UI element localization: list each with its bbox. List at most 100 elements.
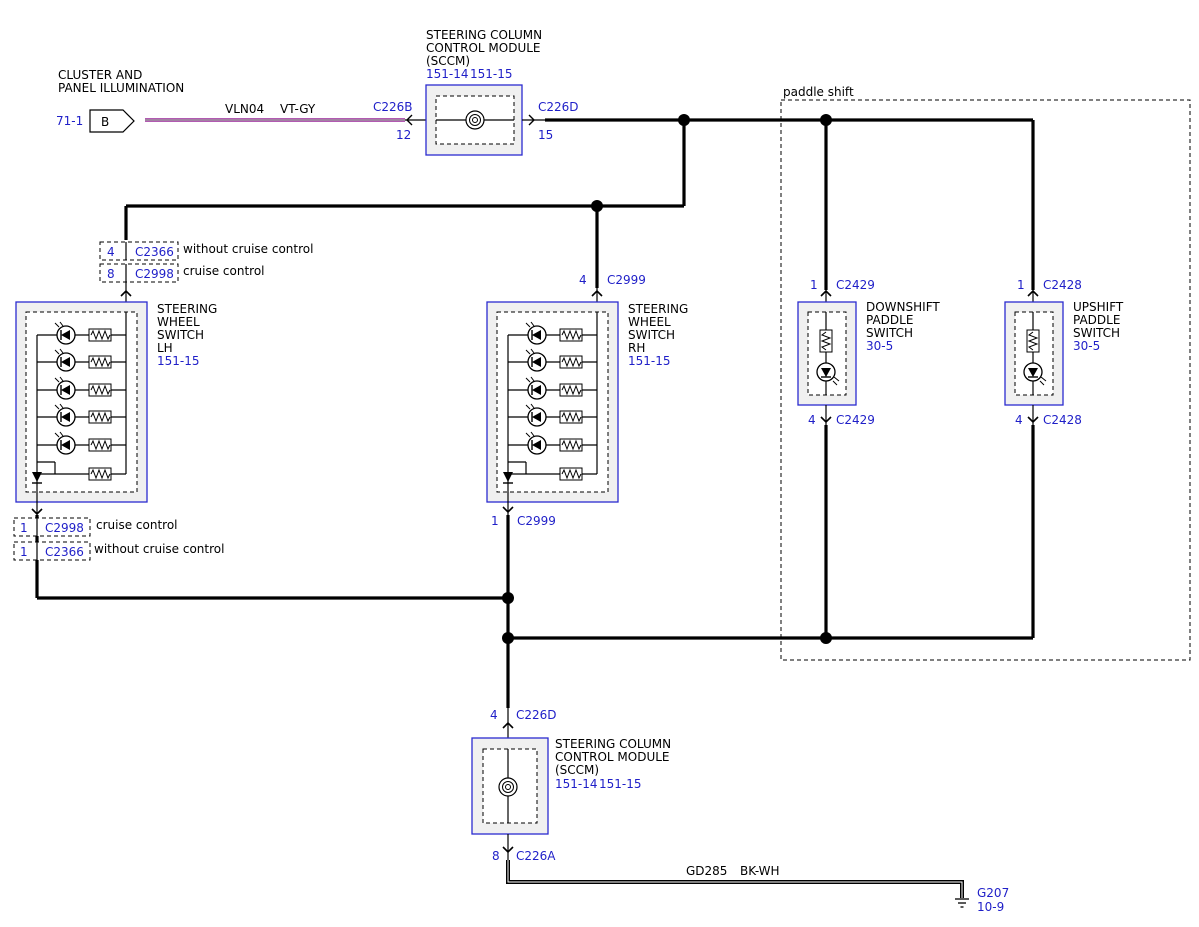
downshift-bottom-connector: C2429 bbox=[836, 413, 875, 427]
lh-resistor-icon-3 bbox=[88, 383, 112, 397]
wire-ground-color: BK-WH bbox=[740, 864, 780, 878]
rh-resistor-icon-4 bbox=[559, 410, 583, 424]
ground-icon bbox=[955, 898, 969, 908]
lh-ref: 151-15 bbox=[157, 354, 200, 368]
downshift-top-connector: C2429 bbox=[836, 278, 875, 292]
lh-resistor-icon-4 bbox=[88, 410, 112, 424]
downshift-title-1: DOWNSHIFT bbox=[866, 300, 940, 314]
steering-wheel-switch-lh bbox=[15, 301, 148, 503]
variant-bot-a-note: cruise control bbox=[96, 518, 178, 532]
sccm-bottom-ref-1: 151-14 bbox=[555, 777, 598, 791]
variant-bot-b-connector: C2366 bbox=[45, 545, 84, 559]
variant-bot-a: 1 C2998 cruise control bbox=[13, 517, 178, 537]
variant-bot-a-pin: 1 bbox=[20, 521, 28, 535]
variant-bot-b-pin: 1 bbox=[20, 545, 28, 559]
rh-resistor-icon-3 bbox=[559, 383, 583, 397]
sccm-top-ref-2: 151-15 bbox=[470, 67, 513, 81]
upshift-bottom-pin: 4 bbox=[1015, 413, 1023, 427]
sccm-bottom-top-connector: C226D bbox=[516, 708, 557, 722]
lh-diode-icon bbox=[32, 472, 42, 482]
upshift-paddle-switch bbox=[1004, 301, 1064, 406]
rh-title-2: WHEEL bbox=[628, 315, 671, 329]
sccm-top-right-connector: C226D bbox=[538, 100, 579, 114]
sccm-bottom-module bbox=[471, 737, 549, 835]
lh-title-1: STEERING bbox=[157, 302, 217, 316]
wire-top-circuit: VLN04 bbox=[225, 102, 264, 116]
sccm-top-title-1: STEERING COLUMN bbox=[426, 28, 542, 42]
sccm-bottom-bottom-pin: 8 bbox=[492, 849, 500, 863]
rh-resistor-icon-6 bbox=[559, 467, 583, 481]
cluster-ref: 71-1 bbox=[56, 114, 83, 128]
upshift-ref: 30-5 bbox=[1073, 339, 1100, 353]
upshift-title-1: UPSHIFT bbox=[1073, 300, 1124, 314]
rh-title-3: SWITCH bbox=[628, 328, 675, 342]
splice-dots bbox=[502, 114, 832, 644]
variant-bot-a-connector: C2998 bbox=[45, 521, 84, 535]
sccm-top-left-connector: C226B bbox=[373, 100, 413, 114]
rh-top-connector: C2999 bbox=[607, 273, 646, 287]
ground-name: G207 bbox=[977, 886, 1009, 900]
upshift-bottom-connector: C2428 bbox=[1043, 413, 1082, 427]
rh-resistor-icon-2 bbox=[559, 355, 583, 369]
sccm-bottom-title-3: (SCCM) bbox=[555, 763, 599, 777]
wire-ground-circuit: GD285 bbox=[686, 864, 727, 878]
paddle-shift-region bbox=[780, 99, 1191, 661]
sccm-top-left-pin: 12 bbox=[396, 128, 411, 142]
variant-top-a-connector: C2366 bbox=[135, 245, 174, 259]
ground-wire bbox=[506, 860, 964, 898]
sccm-top-coil-icon bbox=[465, 110, 485, 130]
wire-top-color: VT-GY bbox=[280, 102, 316, 116]
variant-top-b-connector: C2998 bbox=[135, 267, 174, 281]
variant-top-b-note: cruise control bbox=[183, 264, 265, 278]
sccm-bottom-title-1: STEERING COLUMN bbox=[555, 737, 671, 751]
upshift-title-2: PADDLE bbox=[1073, 313, 1120, 327]
paddle-shift-label: paddle shift bbox=[783, 85, 854, 99]
downshift-title-2: PADDLE bbox=[866, 313, 913, 327]
lh-title-4: LH bbox=[157, 341, 173, 355]
steering-wheel-switch-rh bbox=[486, 301, 619, 503]
rh-top-pin: 4 bbox=[579, 273, 587, 287]
variant-bot-b: 1 C2366 without cruise control bbox=[13, 541, 224, 561]
downshift-title-3: SWITCH bbox=[866, 326, 913, 340]
sccm-top-ref-1: 151-14 bbox=[426, 67, 469, 81]
lh-resistor-icon-6 bbox=[88, 467, 112, 481]
cluster-title-1: CLUSTER AND bbox=[58, 68, 142, 82]
c226d-arrow bbox=[528, 114, 535, 126]
variant-top-b: 8 C2998 cruise control bbox=[99, 263, 265, 283]
downshift-ref: 30-5 bbox=[866, 339, 893, 353]
ground-ref: 10-9 bbox=[977, 900, 1004, 914]
sccm-top-right-pin: 15 bbox=[538, 128, 553, 142]
cluster-pin: B bbox=[101, 115, 109, 129]
lh-resistor-icon-5 bbox=[88, 438, 112, 452]
sccm-bottom-ref-2: 151-15 bbox=[599, 777, 642, 791]
rh-ref: 151-15 bbox=[628, 354, 671, 368]
cluster-connector: B bbox=[89, 109, 135, 133]
sccm-bottom-bottom-connector: C226A bbox=[516, 849, 556, 863]
lh-resistor-icon-2 bbox=[88, 355, 112, 369]
variant-top-a-note: without cruise control bbox=[183, 242, 313, 256]
downshift-top-pin: 1 bbox=[810, 278, 818, 292]
cluster-title-2: PANEL ILLUMINATION bbox=[58, 81, 184, 95]
variant-top-a-pin: 4 bbox=[107, 245, 115, 259]
lh-resistor-icon-1 bbox=[88, 328, 112, 342]
rh-title-4: RH bbox=[628, 341, 645, 355]
upshift-title-3: SWITCH bbox=[1073, 326, 1120, 340]
downshift-bottom-pin: 4 bbox=[808, 413, 816, 427]
upshift-top-pin: 1 bbox=[1017, 278, 1025, 292]
sccm-top-title-2: CONTROL MODULE bbox=[426, 41, 541, 55]
rh-diode-icon bbox=[503, 472, 513, 482]
rh-resistor-icon-1 bbox=[559, 328, 583, 342]
rh-bottom-pin: 1 bbox=[491, 514, 499, 528]
sccm-top-title-3: (SCCM) bbox=[426, 54, 470, 68]
lh-title-3: SWITCH bbox=[157, 328, 204, 342]
cluster-pin-shape bbox=[89, 109, 135, 133]
downshift-paddle-switch bbox=[797, 301, 857, 406]
variant-top-a: 4 C2366 without cruise control bbox=[99, 241, 313, 261]
sccm-bottom-title-2: CONTROL MODULE bbox=[555, 750, 670, 764]
lh-title-2: WHEEL bbox=[157, 315, 200, 329]
upshift-top-connector: C2428 bbox=[1043, 278, 1082, 292]
sccm-bottom-coil-icon bbox=[498, 777, 518, 797]
variant-bot-b-note: without cruise control bbox=[94, 542, 224, 556]
rh-bottom-connector: C2999 bbox=[517, 514, 556, 528]
